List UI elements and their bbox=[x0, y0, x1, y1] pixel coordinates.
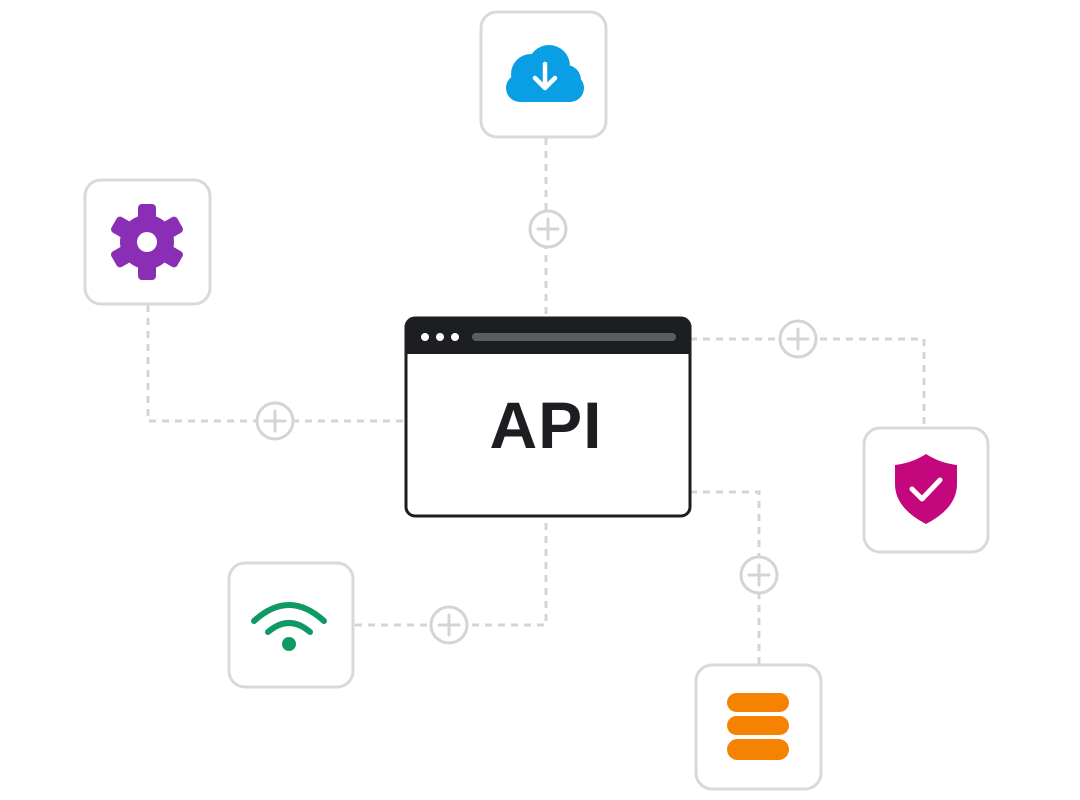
check-mark-icon bbox=[909, 477, 943, 502]
plus-marker-database bbox=[739, 555, 779, 595]
connector-database bbox=[690, 490, 761, 664]
plus-marker-cloud bbox=[528, 209, 568, 249]
connector-security bbox=[690, 337, 926, 427]
plus-marker-settings bbox=[255, 401, 295, 441]
shield-check-icon bbox=[895, 454, 957, 524]
window-dot-icon bbox=[421, 333, 429, 341]
api-window-address-bar bbox=[472, 333, 676, 341]
node-wifi bbox=[227, 561, 355, 689]
gear-hole bbox=[137, 232, 157, 252]
api-window: API bbox=[404, 316, 692, 518]
connector-wifi bbox=[355, 518, 548, 627]
download-arrow-icon bbox=[532, 61, 558, 91]
node-cloud-download bbox=[479, 10, 608, 139]
plus-marker-wifi bbox=[429, 605, 469, 645]
node-settings bbox=[83, 178, 212, 306]
api-label: API bbox=[489, 388, 602, 462]
window-dot-icon bbox=[451, 333, 459, 341]
connector-settings bbox=[146, 305, 405, 423]
node-database bbox=[694, 663, 823, 791]
node-security bbox=[862, 426, 990, 554]
window-dot-icon bbox=[436, 333, 444, 341]
plus-marker-security bbox=[778, 319, 818, 359]
wifi-icon bbox=[251, 602, 327, 635]
wifi-dot bbox=[282, 637, 296, 651]
database-icon bbox=[727, 693, 789, 760]
